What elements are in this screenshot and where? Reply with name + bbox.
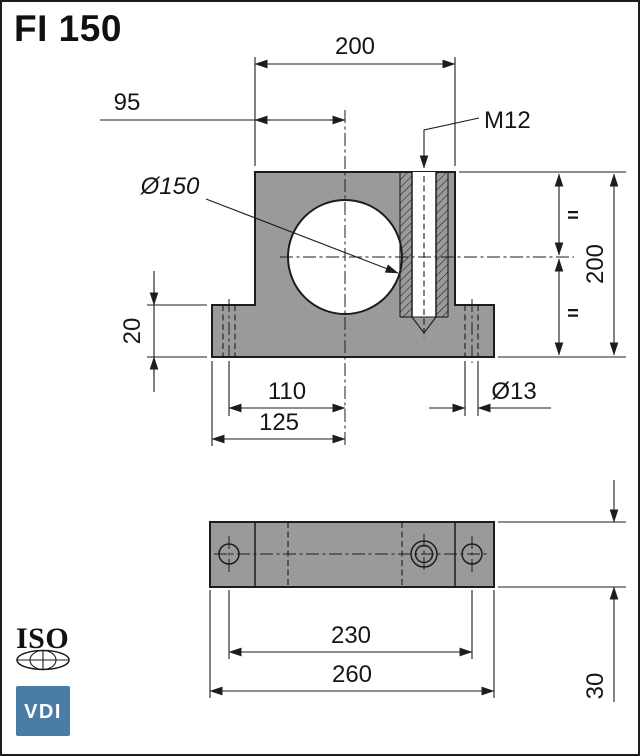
dim-hole-dia: Ø13 [429, 361, 551, 416]
dim-label-hole-dia: Ø13 [491, 378, 536, 405]
equal-mark-lower: = [567, 303, 579, 325]
dim-top-width: 200 [254, 33, 456, 166]
dim-label-base-half: 125 [259, 409, 299, 436]
dim-base-half: 125 [211, 361, 346, 446]
iso-logo-text: ISO [16, 622, 69, 655]
thread-hatch-right [436, 172, 448, 317]
dim-flange-height: 20 [119, 271, 207, 392]
drill-point [410, 316, 438, 334]
dim-label-thread: M12 [484, 107, 531, 134]
dim-hole-spacing: 230 [228, 590, 473, 659]
front-view: 200 95 M12 Ø150 [100, 33, 626, 447]
dim-total-height: = = 200 [459, 171, 626, 358]
dim-label-hole-offset: 110 [268, 378, 306, 405]
dim-label-base-width: 260 [332, 661, 372, 688]
thread-hatch-left [400, 172, 412, 317]
dim-label-thickness: 30 [582, 673, 609, 700]
dim-label-total-height: 200 [582, 244, 609, 284]
leader-m12: M12 [419, 107, 531, 169]
vdi-logo-background [16, 686, 70, 736]
leader-bore: Ø150 [140, 173, 399, 274]
bottom-view: 230 260 30 [209, 480, 626, 702]
dim-label-bore: Ø150 [140, 173, 200, 200]
dim-base-width: 260 [209, 590, 495, 698]
vdi-logo-text: VDI [24, 701, 62, 723]
dim-label-hole-spacing: 230 [331, 622, 371, 649]
iso-logo: ISO [16, 622, 70, 671]
flange-hole-right-hidden [464, 299, 479, 363]
vdi-logo: VDI [16, 686, 70, 736]
flange-hole-left-hidden [222, 299, 236, 363]
tapped-hole-m12 [399, 172, 449, 338]
dim-label-flange-height: 20 [119, 318, 146, 345]
dim-hole-offset: 110 [228, 361, 346, 416]
part-number-title: FI 150 [14, 8, 122, 49]
dim-label-top-width: 200 [335, 33, 375, 60]
dim-label-offset: 95 [114, 89, 141, 116]
equal-mark-upper: = [567, 205, 579, 227]
iso-globe-icon [16, 649, 70, 671]
dim-thickness: 30 [498, 480, 626, 702]
dim-offset-95: 95 [100, 89, 346, 125]
